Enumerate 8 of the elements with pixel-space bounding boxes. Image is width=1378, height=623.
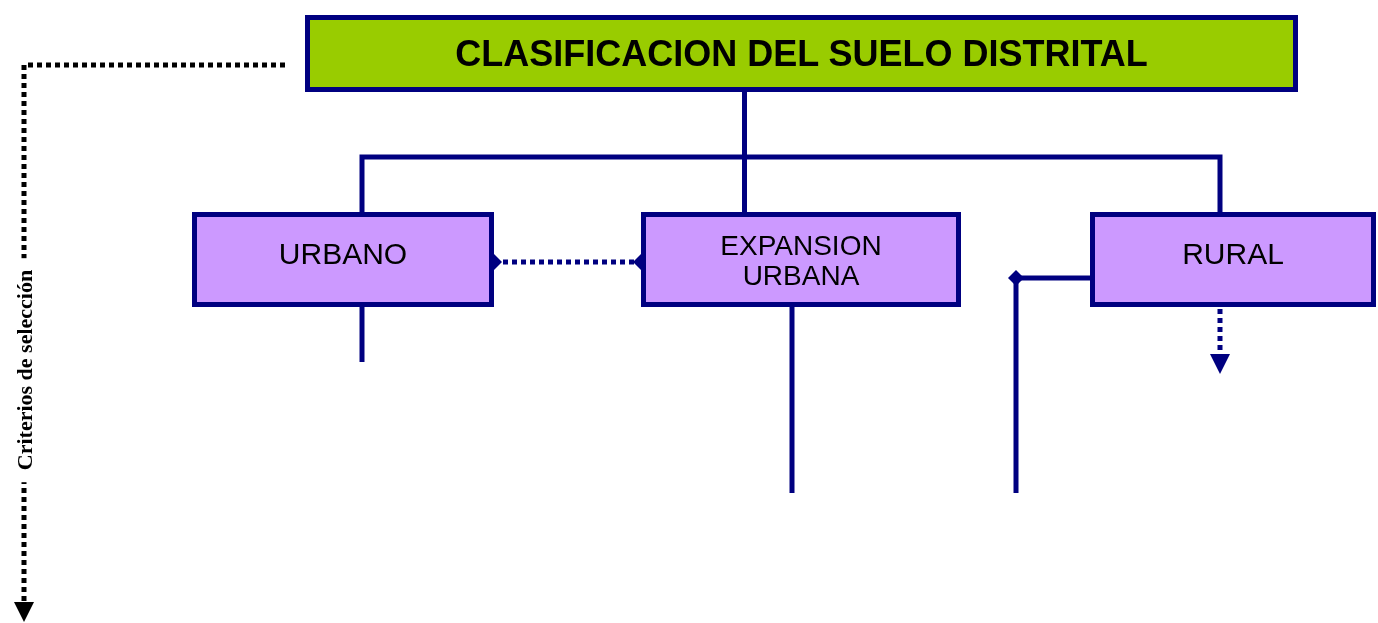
category-box: URBANO [192, 212, 494, 307]
connector-line [1008, 270, 1090, 493]
category-box: RURAL [1090, 212, 1376, 307]
category-box: EXPANSION URBANA [641, 212, 961, 307]
connector-line [359, 307, 365, 362]
connector-line [789, 307, 795, 493]
connector-line [742, 92, 1223, 212]
title-box: CLASIFICACION DEL SUELO DISTRITAL [305, 15, 1298, 92]
